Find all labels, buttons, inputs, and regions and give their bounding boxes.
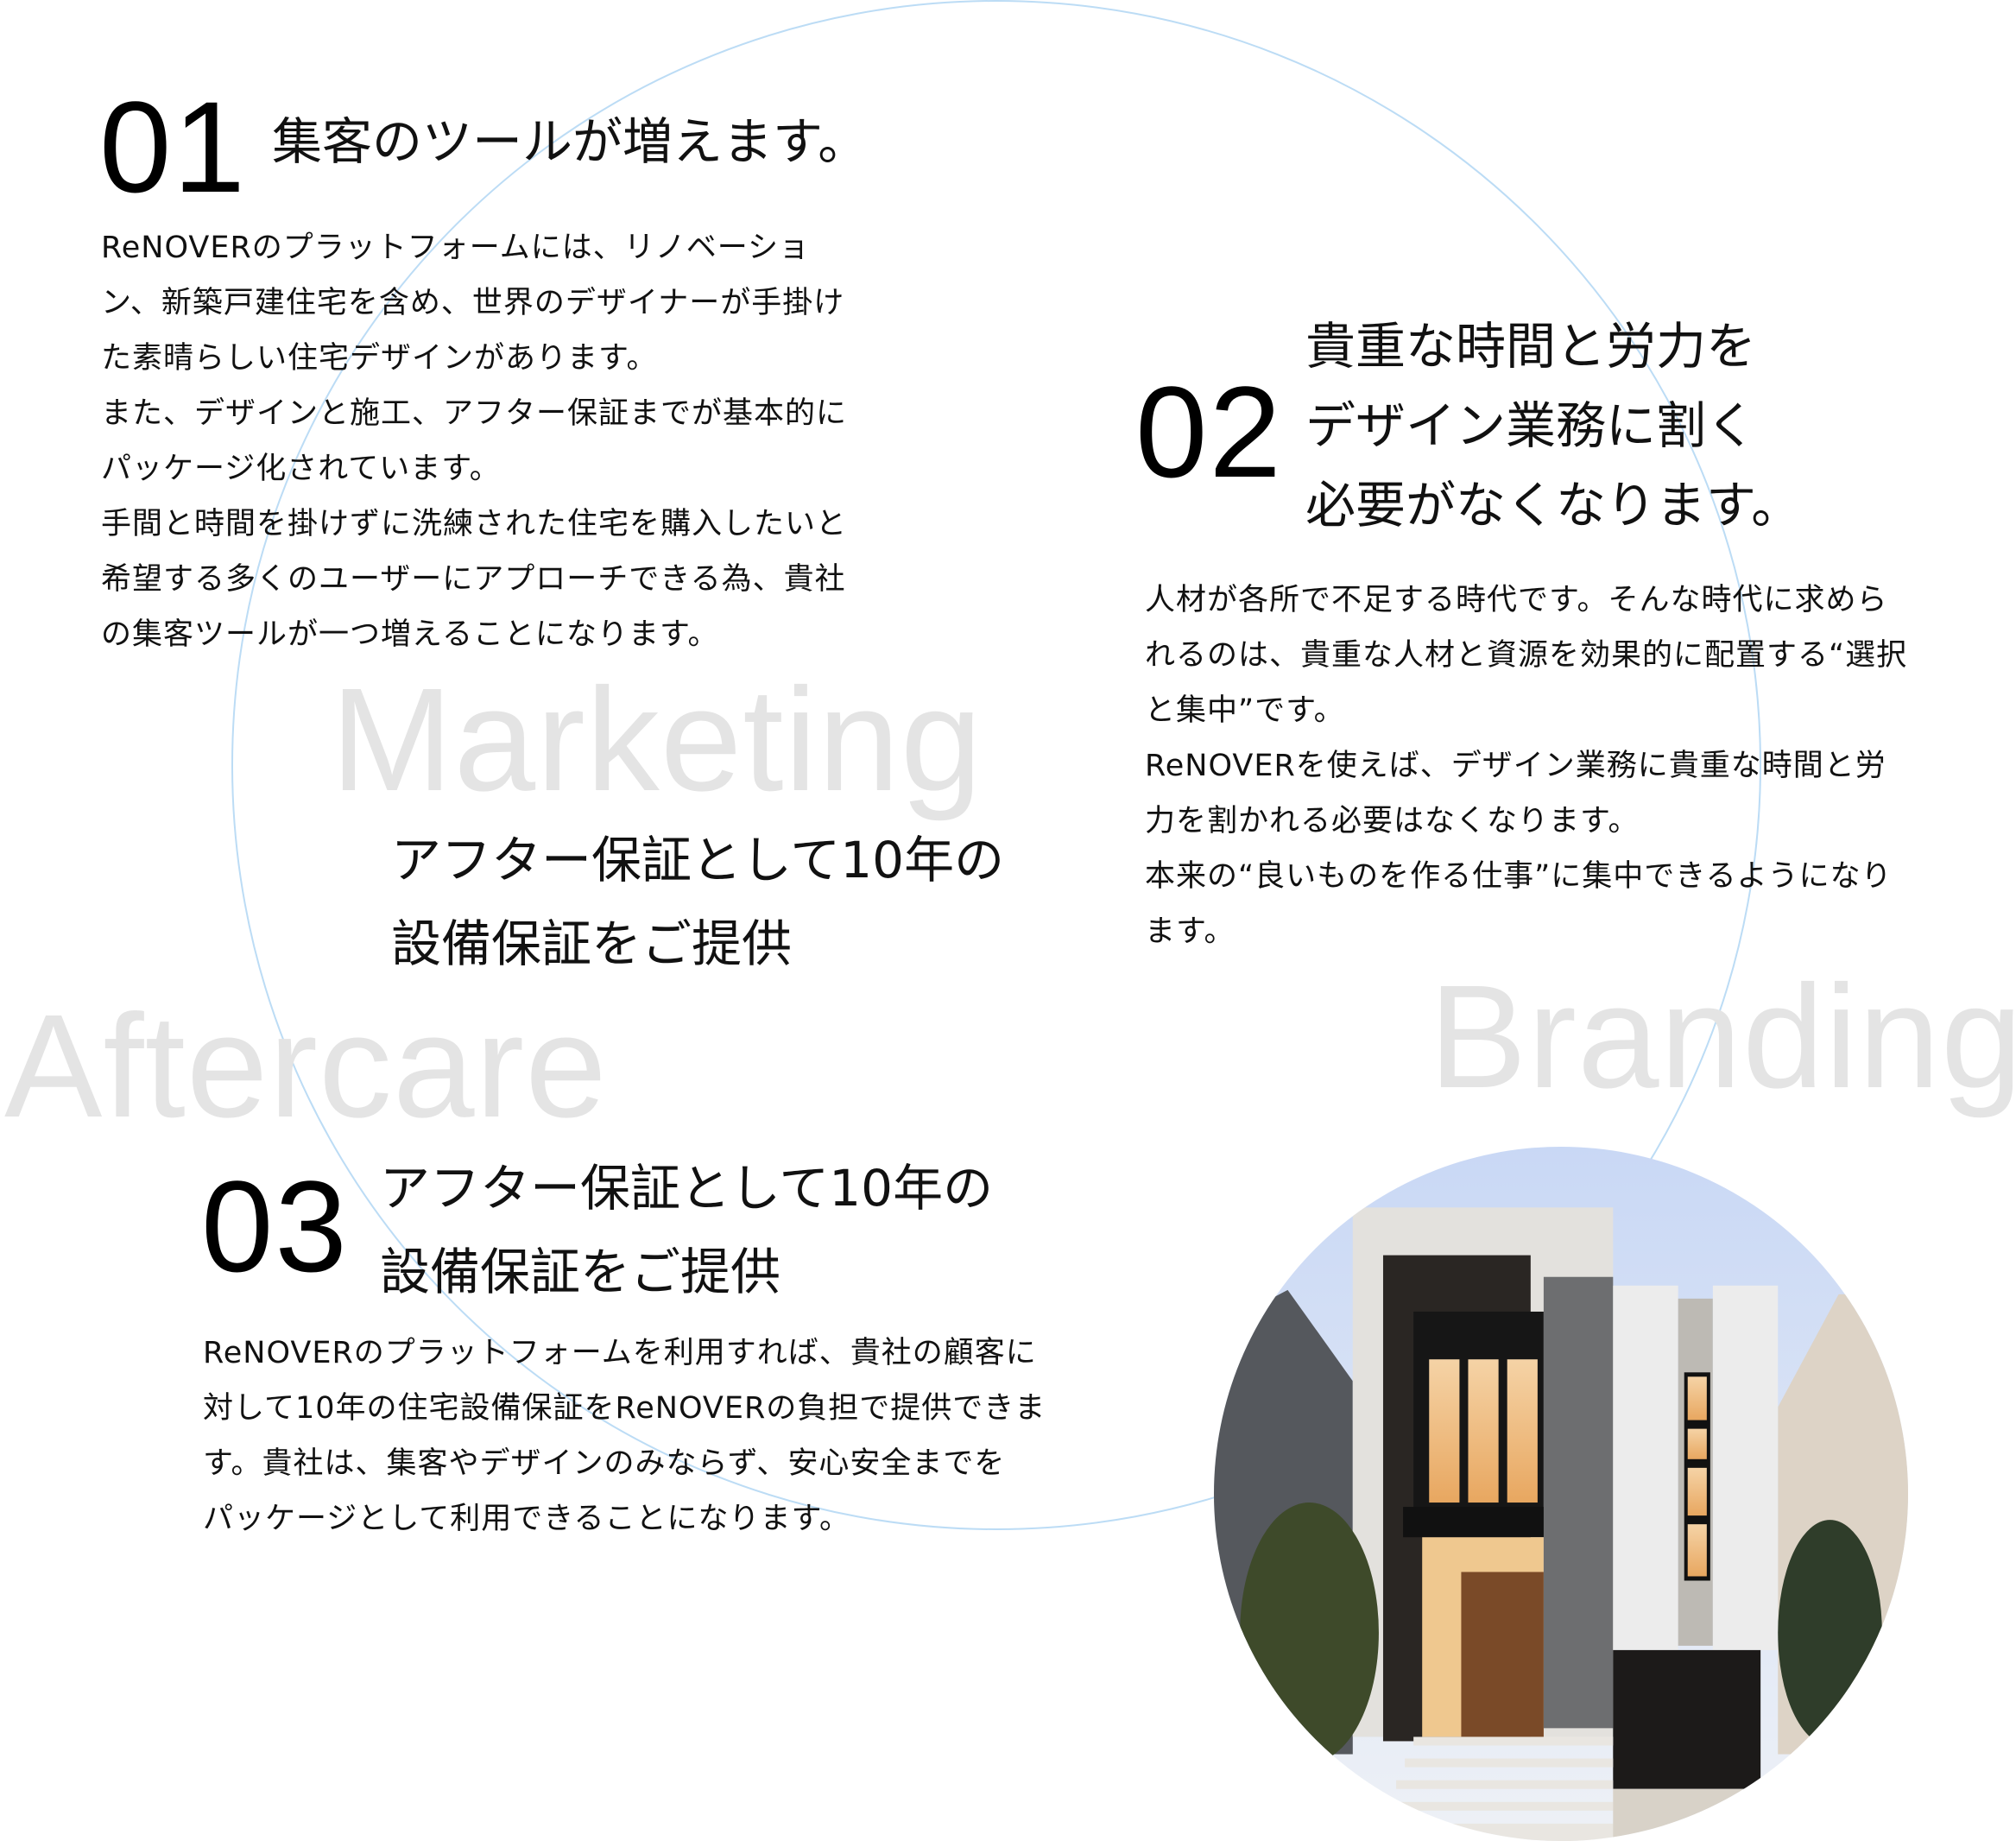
bg-word-aftercare: Aftercare	[4, 984, 608, 1148]
section2-body: 人材が各所で不足する時代です。そんな時代に求めら れるのは、貴重な人材と資源を効…	[1145, 573, 1907, 959]
house-photo	[1214, 1147, 1908, 1841]
section2-number: 02	[1135, 359, 1283, 504]
body-line: ReNOVERのプラットフォームを利用すれば、貴社の顧客に	[203, 1336, 1037, 1370]
title-line: アフター保証として10年の	[380, 1159, 994, 1218]
body-line: パッケージとして利用できることになります。	[203, 1502, 851, 1536]
body-line: の集客ツールが一つ増えることになります。	[101, 617, 719, 652]
body-line: れるのは、貴重な人材と資源を効果的に配置する“選択	[1145, 638, 1908, 673]
section3-body: ReNOVERのプラットフォームを利用すれば、貴社の顧客に 対して10年の住宅設…	[203, 1325, 1046, 1547]
decorative-circle	[231, 0, 1761, 1530]
body-line: た素晴らしい住宅デザインがあります。	[101, 341, 658, 376]
body-line: ReNOVERを使えば、デザイン業務に貴重な時間と労	[1145, 749, 1886, 783]
body-line: ン、新築戸建住宅を含め、世界のデザイナーが手掛け	[101, 286, 845, 320]
body-line: パッケージ化されています。	[101, 452, 501, 486]
body-line: 人材が各所で不足する時代です。そんな時代に求めら	[1145, 583, 1888, 617]
section2-title: 貴重な時間と労力を デザイン業務に割く 必要がなくなります。	[1305, 307, 1801, 545]
body-line: と集中”です。	[1145, 693, 1345, 728]
caption-line: アフター保証として10年の	[391, 831, 1005, 889]
section3-number: 03	[201, 1154, 349, 1299]
body-line: 手間と時間を掛けずに洗練された住宅を購入したいと	[101, 507, 848, 541]
house-illustration	[1214, 1147, 1908, 1841]
caption: アフター保証として10年の 設備保証をご提供	[391, 819, 1004, 986]
section1-number: 01	[99, 74, 247, 219]
title-line: デザイン業務に割く	[1305, 396, 1757, 455]
body-line: また、デザインと施工、アフター保証までが基本的に	[101, 396, 848, 431]
title-line: 貴重な時間と労力を	[1305, 317, 1757, 376]
section1-title: 集客のツールが増えます。	[272, 112, 869, 171]
section3-title: アフター保証として10年の 設備保証をご提供	[380, 1147, 993, 1314]
section1-body: ReNOVERのプラットフォームには、リノベーショ ン、新築戸建住宅を含め、世界…	[101, 220, 847, 662]
title-line: 必要がなくなります。	[1305, 476, 1802, 535]
body-line: ReNOVERのプラットフォームには、リノベーショ	[101, 231, 811, 265]
body-line: す。貴社は、集客やデザインのみならず、安心安全までを	[203, 1446, 1006, 1481]
body-line: 本来の“良いものを作る仕事”に集中できるようになり	[1145, 859, 1893, 894]
body-line: 力を割かれる必要はなくなります。	[1145, 804, 1640, 838]
title-line: 設備保証をご提供	[380, 1243, 781, 1301]
body-line: ます。	[1145, 914, 1236, 949]
bg-word-branding: Branding	[1429, 955, 2016, 1119]
bg-word-marketing: Marketing	[331, 658, 983, 822]
body-line: 対して10年の住宅設備保証をReNOVERの負担で提供できま	[203, 1391, 1046, 1426]
body-line: 希望する多くのユーザーにアプローチできる為、貴社	[101, 562, 846, 597]
caption-line: 設備保証をご提供	[391, 914, 793, 973]
